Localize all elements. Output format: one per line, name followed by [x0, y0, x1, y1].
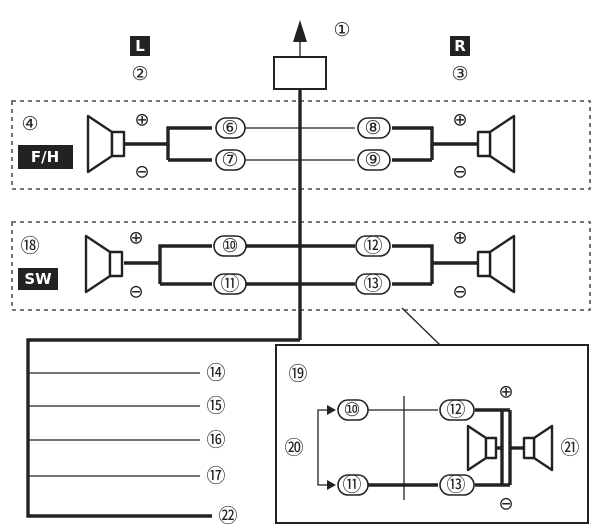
head-unit-connector [273, 56, 327, 90]
inset-box [275, 344, 589, 524]
right-sub-plus-sign: ⊕ [452, 228, 467, 249]
right-sub-lead [392, 244, 478, 265]
left-subwoofer-icon [84, 234, 124, 294]
left-front-speaker-icon [86, 114, 126, 174]
callout-9: ⑨ [364, 149, 381, 171]
inset-callout-10: ⑩ [343, 399, 360, 421]
subwoofer-badge [18, 268, 58, 290]
callout-1: ① [333, 19, 350, 41]
callout-11: ⑪ [220, 273, 239, 295]
right-channel-badge [450, 36, 470, 56]
left-sub-plus-sign: ⊕ [128, 228, 143, 249]
right-subwoofer-icon [476, 234, 516, 294]
inset-callout-pointer [401, 307, 474, 346]
right-front-speaker-icon [476, 114, 516, 174]
inset-bracket [317, 409, 332, 486]
inset-minus-sign: ⊖ [498, 494, 513, 515]
callout-15: ⑮ [206, 395, 225, 417]
right-channel-label: R [454, 37, 466, 55]
callout-17: ⑰ [206, 465, 225, 487]
right-sub-minus-sign: ⊖ [452, 282, 467, 303]
right-front-minus-sign: ⊖ [452, 162, 467, 183]
right-front-lead [392, 126, 478, 146]
callout-7: ⑦ [221, 149, 238, 171]
left-front-plus-sign: ⊕ [134, 110, 149, 131]
left-channel-label: L [135, 37, 145, 55]
callout-20: ⑳ [284, 437, 303, 459]
callout-18: ⑱ [20, 235, 39, 257]
harness-bundle [26, 338, 300, 518]
left-sub-minus-sign: ⊖ [128, 282, 143, 303]
front-high-badge [18, 145, 73, 169]
callout-2: ② [131, 63, 148, 85]
right-front-plus-sign: ⊕ [452, 110, 467, 131]
inset-speaker-left-icon [466, 424, 498, 472]
callout-12: ⑫ [363, 235, 382, 257]
callout-19: ⑲ [288, 363, 307, 385]
callout-21: ㉑ [560, 437, 579, 459]
left-channel-badge [130, 36, 150, 56]
front-high-label: F/H [31, 148, 59, 166]
inset-callout-12: ⑫ [446, 399, 465, 421]
inset-callout-11: ⑪ [342, 474, 361, 496]
left-front-lead [124, 126, 212, 146]
callout-6: ⑥ [221, 117, 238, 139]
left-sub-lead [124, 244, 212, 265]
direction-arrow-icon [293, 20, 307, 42]
inset-callout-13: ⑬ [446, 474, 465, 496]
inset-plus-sign: ⊕ [498, 382, 513, 403]
callout-13: ⑬ [363, 273, 382, 295]
left-front-minus-sign: ⊖ [134, 162, 149, 183]
callout-4: ④ [21, 113, 38, 135]
callout-3: ③ [451, 63, 468, 85]
subwoofer-label: SW [24, 270, 52, 288]
callout-22: ㉒ [218, 505, 237, 527]
callout-10: ⑩ [221, 235, 238, 257]
callout-8: ⑧ [364, 117, 381, 139]
callout-16: ⑯ [206, 429, 225, 451]
callout-14: ⑭ [206, 362, 225, 384]
